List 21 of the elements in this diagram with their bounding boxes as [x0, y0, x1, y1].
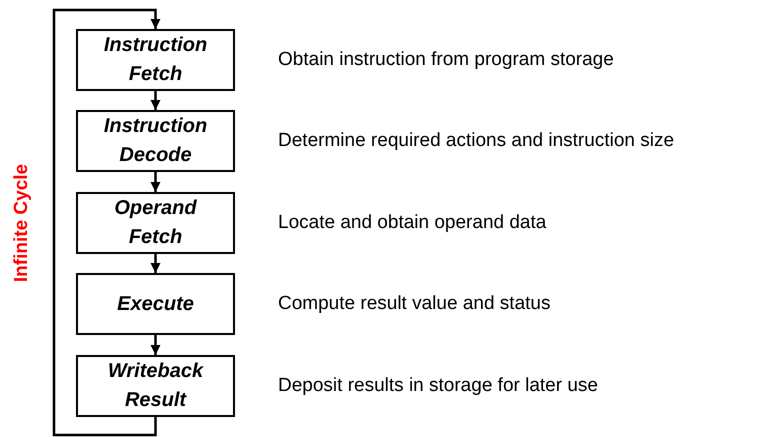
process-box [76, 192, 235, 254]
arrow [150, 172, 160, 192]
step-label: Writeback Result [106, 359, 205, 413]
process-box [76, 273, 235, 335]
arrow [150, 91, 160, 110]
arrow [150, 335, 160, 355]
step-description: Obtain instruction from program storage [278, 49, 614, 71]
step-description: Compute result value and status [278, 293, 550, 315]
step-label: Execute [117, 292, 194, 316]
arrow [150, 254, 160, 273]
edge-label: Infinite Cycle [11, 163, 34, 282]
process-box [76, 355, 235, 417]
process-box [76, 29, 235, 91]
step-label: Instruction Decode [102, 114, 208, 168]
process-box [76, 110, 235, 172]
step-description: Determine required actions and instruction size [278, 130, 674, 152]
step-label: Instruction Fetch [102, 33, 208, 87]
step-description: Locate and obtain operand data [278, 212, 546, 234]
step-label: Operand Fetch [113, 196, 198, 250]
arrow [52, 8, 160, 436]
step-description: Deposit results in storage for later use [278, 375, 598, 397]
